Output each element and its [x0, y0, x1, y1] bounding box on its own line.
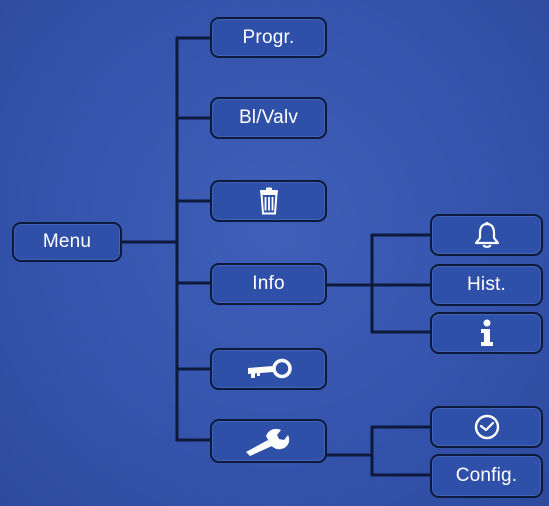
menu-root-label: Menu	[42, 231, 92, 252]
menu-item-key[interactable]	[210, 348, 327, 390]
clock-icon	[473, 413, 501, 441]
menu-root-node[interactable]: Menu	[12, 222, 122, 262]
info-child-hist-label: Hist.	[467, 274, 506, 295]
wrench-icon	[244, 426, 294, 456]
info-child-alarm[interactable]	[430, 214, 543, 256]
settings-child-config-label: Config.	[455, 465, 518, 486]
settings-child-config[interactable]: Config.	[430, 454, 543, 498]
info-icon	[479, 319, 495, 347]
menu-item-progr[interactable]: Progr.	[210, 17, 327, 58]
trash-icon	[258, 187, 280, 215]
menu-item-info-label: Info	[252, 273, 285, 294]
menu-item-progr-label: Progr.	[242, 26, 295, 48]
menu-item-bl-valv-label: Bl/Valv	[238, 107, 299, 128]
menu-item-delete[interactable]	[210, 180, 327, 222]
info-child-details[interactable]	[430, 312, 543, 354]
menu-item-info[interactable]: Info	[210, 263, 327, 305]
bell-icon	[474, 221, 500, 249]
info-child-hist[interactable]: Hist.	[430, 264, 543, 306]
menu-item-bl-valv[interactable]: Bl/Valv	[210, 97, 327, 139]
menu-item-settings[interactable]	[210, 419, 327, 463]
settings-child-clock[interactable]	[430, 406, 543, 448]
key-icon	[245, 358, 293, 380]
